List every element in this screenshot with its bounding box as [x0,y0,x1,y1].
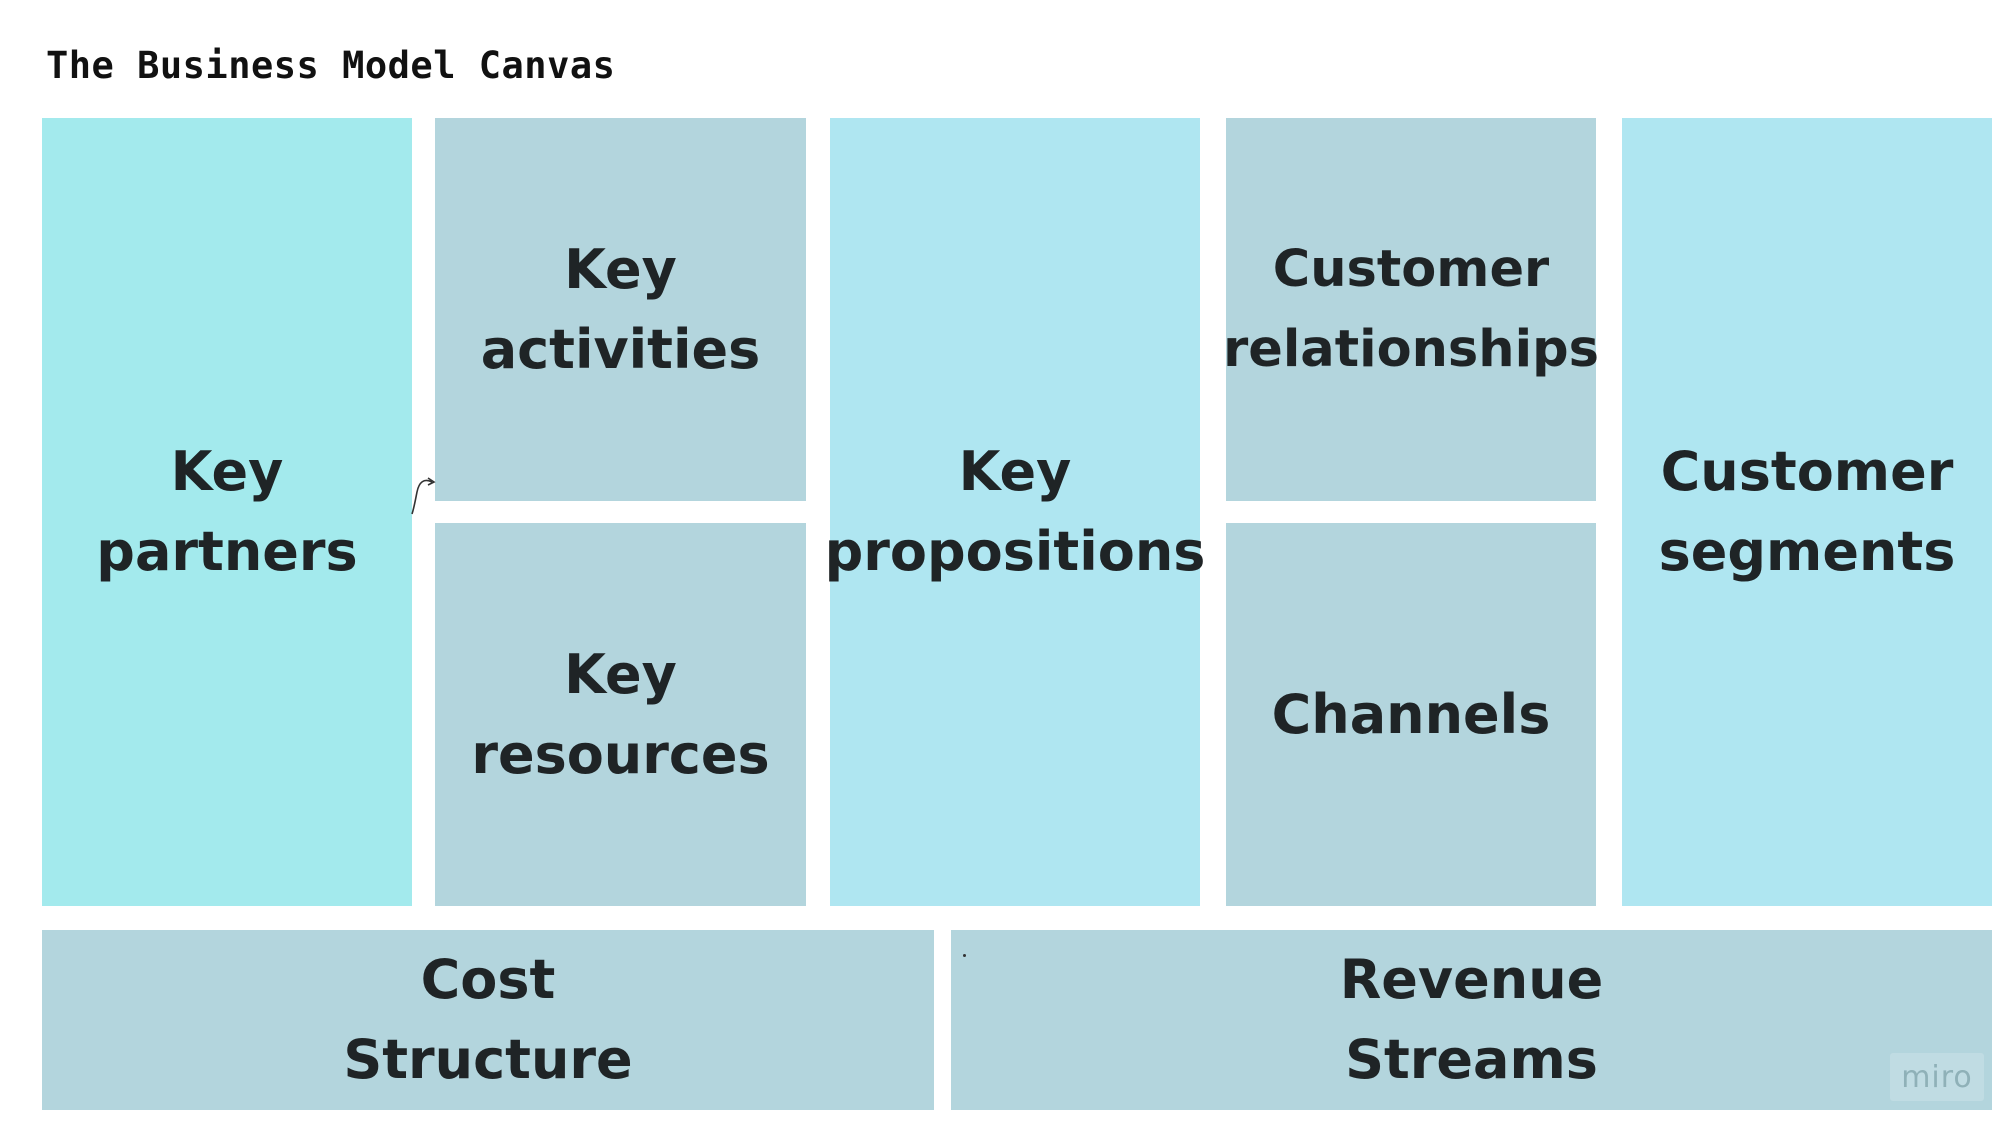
customer-segments-block[interactable]: Customer segments [1622,118,1992,906]
customer-relationships-label: Customer relationships [1223,239,1599,379]
key-resources-block[interactable]: Key resources [435,523,806,906]
miro-watermark-logo: miro [1890,1053,1984,1101]
key-partners-block[interactable]: Key partners [42,118,412,906]
key-resources-label: Key resources [471,642,770,786]
key-propositions-block[interactable]: Key propositions [825,118,1205,906]
customer-segments-label: Customer segments [1658,440,1956,583]
key-partners-label: Key partners [96,440,358,583]
channels-label: Channels [1271,682,1551,746]
key-propositions-label: Key propositions [824,440,1206,583]
connector-line[interactable] [410,474,436,516]
stray-dot [963,954,966,957]
key-activities-block[interactable]: Key activities [435,118,806,501]
channels-block[interactable]: Channels [1226,523,1596,906]
cost-structure-block[interactable]: Cost Structure [42,930,934,1110]
customer-relationships-block[interactable]: Customer relationships [1223,118,1599,501]
revenue-streams-label: Revenue Streams [1339,948,1604,1091]
page-title: The Business Model Canvas [46,44,616,87]
revenue-streams-block[interactable]: Revenue Streams [951,930,1992,1110]
key-activities-label: Key activities [480,237,761,381]
cost-structure-label: Cost Structure [343,948,633,1091]
